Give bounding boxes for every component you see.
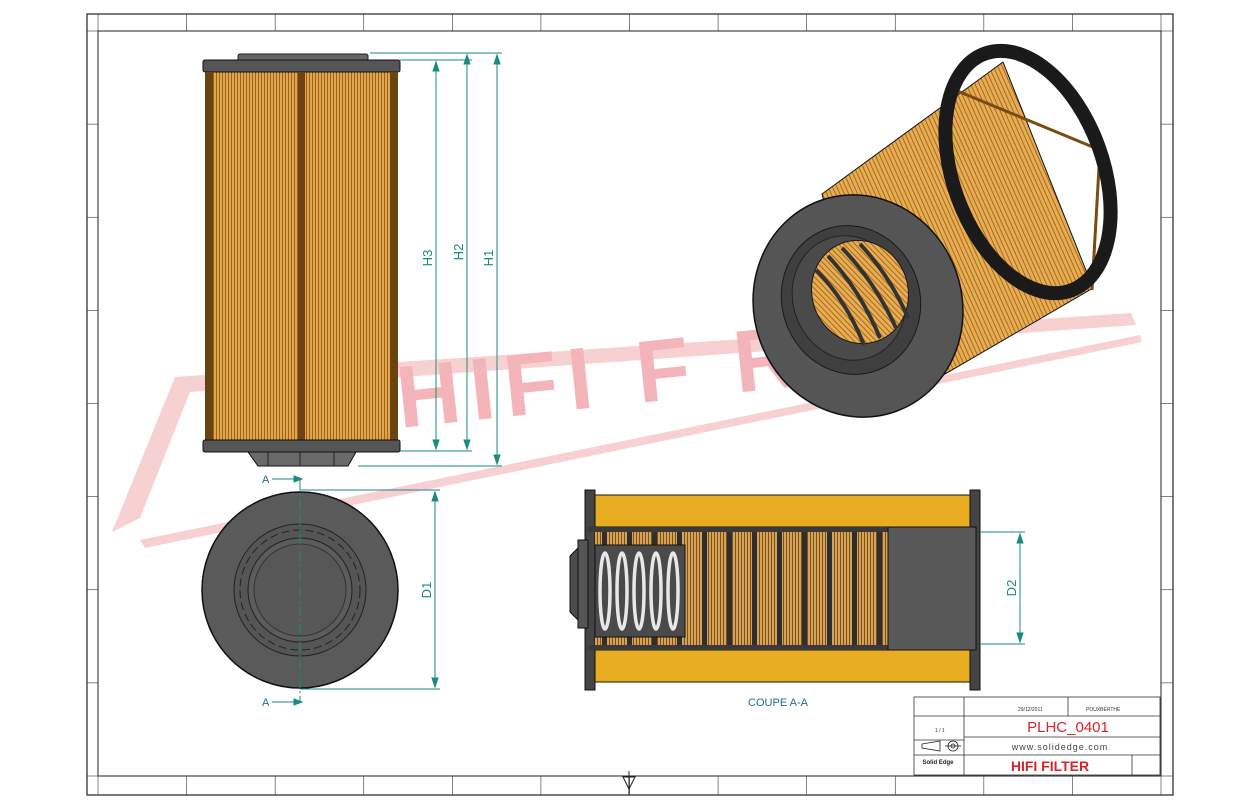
ruler-ticks [87,14,1173,795]
spring-coil [598,551,612,631]
section-rib [702,532,707,645]
dimension-h1: H1 [481,250,496,267]
height-dimensions [358,52,502,467]
title-date: 29/12/2011 [1018,707,1043,713]
bottom-view [201,480,399,702]
section-rib [852,532,857,645]
section-rib [777,532,782,645]
front-view [202,53,401,467]
projection-symbol-icon [921,740,961,752]
spring-coil [615,551,629,631]
centering-mark [622,771,636,795]
diameter-d2 [980,531,1025,645]
spring-coil [649,551,663,631]
spring-coil [666,551,680,631]
section-springs [598,551,680,631]
title-software: Solid Edge [922,760,954,766]
title-drawn-by: POUXBERTHE [1086,707,1121,713]
dimension-d1: D1 [419,582,434,599]
title-website: www.solidedge.com [1011,742,1109,752]
section-rib [827,532,832,645]
dimension-d2: D2 [1004,580,1019,597]
title-company: HIFI FILTER [1011,758,1089,774]
section-rib [727,532,732,645]
section-marker-bottom: A [262,697,270,709]
section-label: COUPE A-A [748,697,809,709]
title-part-number: PLHC_0401 [1027,719,1109,736]
section-rib [752,532,757,645]
spring-coil [632,551,646,631]
diameter-d1 [300,489,440,690]
section-markers [272,475,304,706]
isometric-view [752,43,1118,418]
dimension-h3: H3 [420,250,435,267]
title-scale: 1 / 1 [935,728,945,734]
section-rib [877,532,882,645]
section-rib [802,532,807,645]
section-marker-top: A [262,474,270,486]
dimension-h2: H2 [451,244,466,261]
section-view [569,489,981,691]
title-block [913,696,1161,776]
